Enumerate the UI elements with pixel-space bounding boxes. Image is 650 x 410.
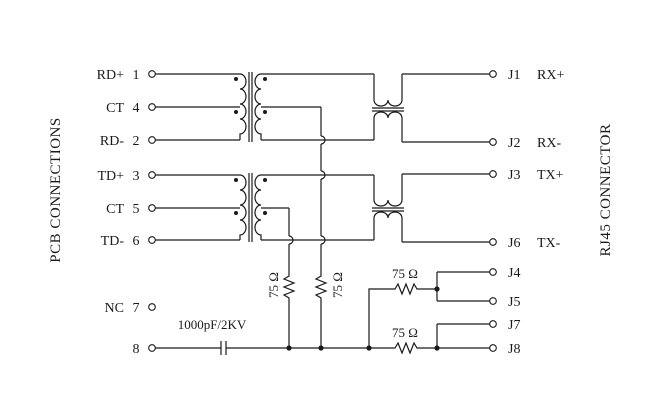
- pin-terminal: [489, 344, 497, 352]
- pin-number: 6: [133, 234, 140, 249]
- termination-resistor-j4-j5: 75 Ω: [368, 266, 490, 348]
- pin-name: CT: [106, 101, 124, 116]
- pcb-connections-label: PCB CONNECTIONS: [48, 117, 64, 262]
- left-pin-labels: RD+ 1 CT 4 RD- 2 TD+ 3 CT 5 TD- 6 NC 7 8: [97, 68, 140, 357]
- signal-label: TX-: [537, 236, 561, 251]
- pin-name: TD+: [97, 169, 124, 184]
- jack-label: J5: [508, 295, 520, 310]
- rx-common-mode-choke: [261, 73, 490, 143]
- pin-terminal: [489, 138, 497, 146]
- signal-label: RX+: [537, 68, 564, 83]
- left-pin-terminals: [148, 70, 156, 352]
- pin-number: 3: [133, 169, 140, 184]
- jack-label: J8: [508, 342, 520, 357]
- jack-label: J6: [508, 236, 520, 251]
- primary-wiring: [155, 73, 240, 241]
- signal-label: TX+: [537, 168, 564, 183]
- pin-name: CT: [106, 202, 124, 217]
- pin-number: 4: [133, 101, 140, 116]
- pin-terminal: [489, 170, 497, 178]
- pin-number: 5: [133, 202, 140, 217]
- termination-resistor-left: 75 Ω: [266, 272, 296, 348]
- chassis-ground-bus: 1000pF/2KV: [155, 286, 440, 355]
- resistor-value: 75 Ω: [266, 272, 281, 298]
- pin-terminal: [489, 70, 497, 78]
- pin-name: RD-: [100, 134, 124, 149]
- pin-number: 1: [133, 68, 140, 83]
- jack-label: J1: [508, 68, 520, 83]
- resistor-value: 75 Ω: [392, 266, 418, 281]
- pin-terminal: [148, 236, 156, 244]
- pin-terminal: [489, 268, 497, 276]
- pin-name: TD-: [101, 234, 125, 249]
- jack-label: J4: [508, 266, 520, 281]
- tx-common-mode-choke: [261, 173, 490, 243]
- pin-terminal: [148, 103, 156, 111]
- jack-label: J7: [508, 318, 520, 333]
- pin-terminal: [148, 70, 156, 78]
- capacitor-value: 1000pF/2KV: [178, 317, 247, 332]
- rj45-connector-label: RJ45 CONNECTOR: [598, 124, 614, 257]
- jack-label: J2: [508, 136, 520, 151]
- termination-resistor-j7-j8: 75 Ω: [369, 323, 490, 355]
- pin-name: NC: [105, 301, 124, 316]
- signal-label: RX-: [537, 136, 561, 151]
- pin-terminal: [148, 171, 156, 179]
- pin-terminal: [148, 136, 156, 144]
- pin-terminal: [148, 303, 156, 311]
- pin-number: 2: [133, 134, 140, 149]
- resistor-value: 75 Ω: [330, 272, 345, 298]
- center-tap-wiring: [261, 106, 326, 272]
- tx-isolation-transformer: [234, 173, 267, 242]
- pin-terminal: [489, 297, 497, 305]
- right-pin-terminals: [489, 70, 497, 352]
- pin-number: 8: [133, 342, 140, 357]
- pin-terminal: [489, 238, 497, 246]
- resistor-value: 75 Ω: [392, 325, 418, 340]
- termination-resistor-right: 75 Ω: [314, 272, 345, 348]
- pin-terminal: [148, 344, 156, 352]
- jack-label: J3: [508, 168, 520, 183]
- pin-name: RD+: [97, 68, 124, 83]
- right-pin-labels: J1 RX+ J2 RX- J3 TX+ J6 TX- J4 J5 J7 J8: [508, 68, 564, 357]
- pin-number: 7: [133, 301, 140, 316]
- pin-terminal: [148, 204, 156, 212]
- pin-terminal: [489, 320, 497, 328]
- rx-isolation-transformer: [234, 72, 267, 142]
